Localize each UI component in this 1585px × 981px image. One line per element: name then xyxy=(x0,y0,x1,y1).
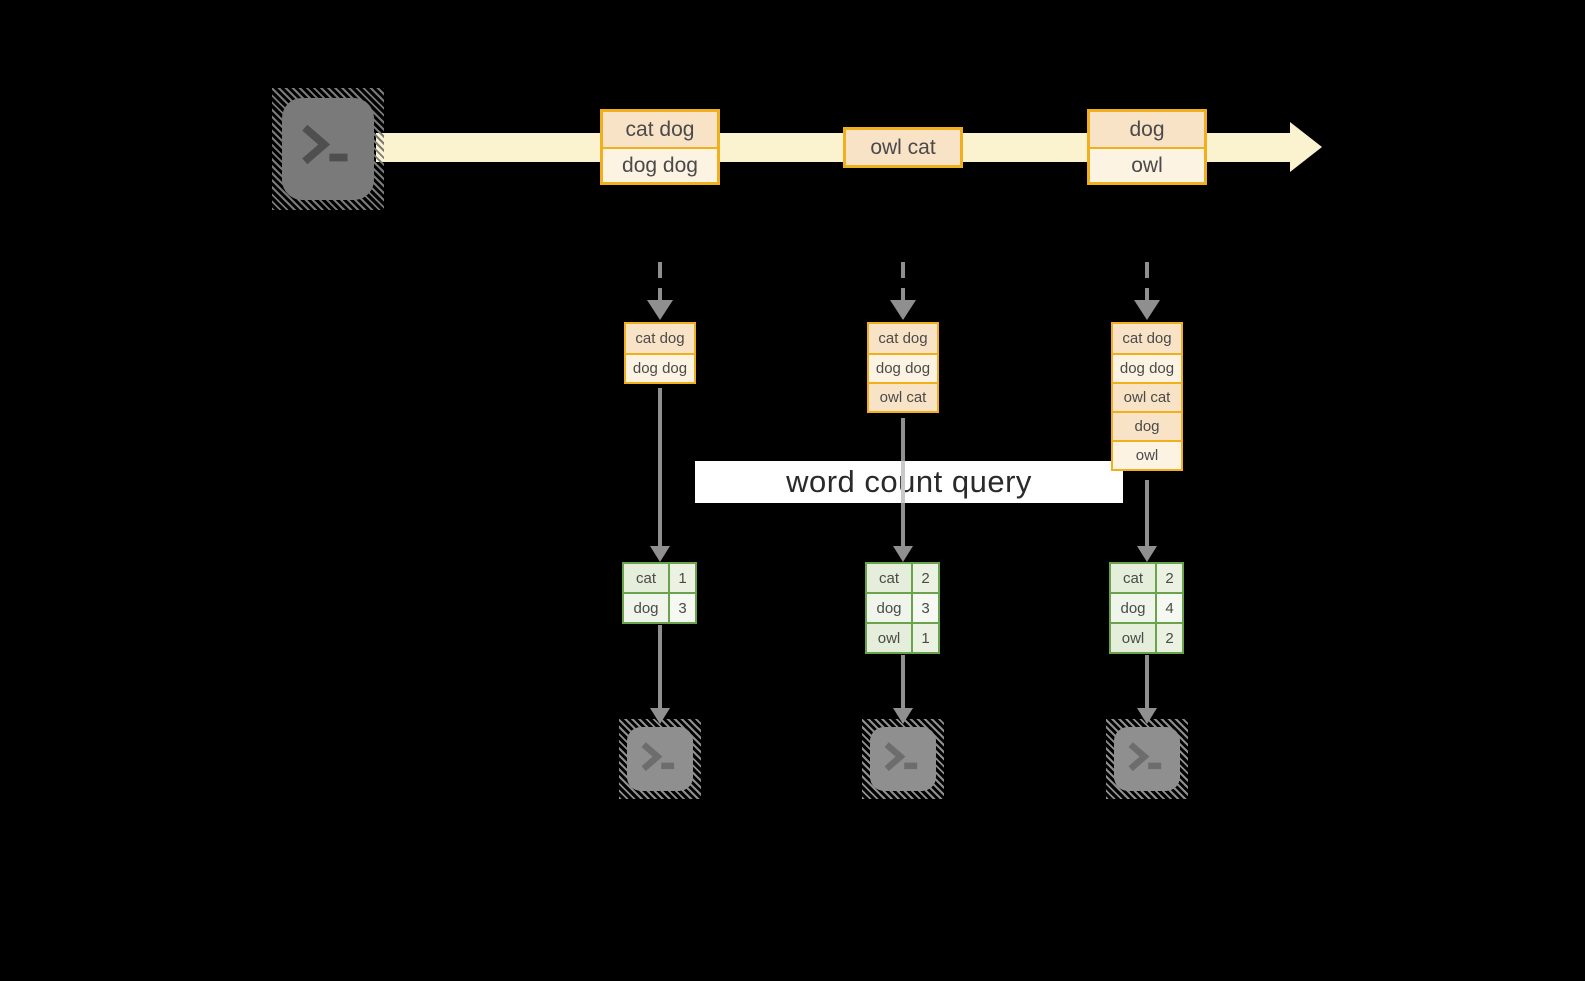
log-row: owl xyxy=(1113,440,1181,469)
terminal-consumer-3-icon xyxy=(1106,719,1188,799)
output-arrow-1 xyxy=(658,625,662,708)
word-cell: cat xyxy=(867,564,911,592)
count-table-3: cat 2 dog 4 owl 2 xyxy=(1109,562,1184,654)
query-arrowhead-2-icon xyxy=(893,546,913,562)
query-arrow-1 xyxy=(658,388,662,546)
query-arrow-3 xyxy=(1145,480,1149,546)
stream-message-1: cat dog dog dog xyxy=(600,109,720,185)
count-cell: 1 xyxy=(670,564,695,592)
stream-arrowhead-icon xyxy=(1290,122,1322,172)
word-cell: dog xyxy=(624,594,668,622)
terminal-consumer-1-icon xyxy=(619,719,701,799)
terminal-screen xyxy=(627,727,693,791)
count-table-2: cat 2 dog 3 owl 1 xyxy=(865,562,940,654)
count-cell: 1 xyxy=(913,624,938,652)
dashed-arrow-1 xyxy=(658,262,662,300)
terminal-prompt-icon xyxy=(1128,741,1161,771)
output-arrow-3 xyxy=(1145,655,1149,708)
output-arrow-2 xyxy=(901,655,905,708)
terminal-screen xyxy=(282,98,374,200)
terminal-prompt-icon xyxy=(884,741,917,771)
terminal-prompt-icon xyxy=(301,125,348,165)
count-cell: 2 xyxy=(1157,564,1182,592)
log-row: dog dog xyxy=(626,353,694,382)
message-line: dog xyxy=(1090,112,1204,147)
log-row: owl cat xyxy=(869,382,937,411)
count-cell: 2 xyxy=(1157,624,1182,652)
query-arrowhead-3-icon xyxy=(1137,546,1157,562)
message-log-1: cat dog dog dog xyxy=(624,322,696,384)
message-line: owl cat xyxy=(846,130,960,165)
word-cell: cat xyxy=(624,564,668,592)
terminal-screen xyxy=(1114,727,1180,791)
query-arrowhead-1-icon xyxy=(650,546,670,562)
arrow-through-banner xyxy=(901,461,905,503)
log-row: dog dog xyxy=(869,353,937,382)
word-cell: owl xyxy=(867,624,911,652)
log-row: cat dog xyxy=(1113,324,1181,353)
word-cell: cat xyxy=(1111,564,1155,592)
stream-message-2: owl cat xyxy=(843,127,963,168)
dashed-arrow-3 xyxy=(1145,262,1149,300)
terminal-prompt-icon xyxy=(641,741,674,771)
message-log-2: cat dog dog dog owl cat xyxy=(867,322,939,413)
log-row: cat dog xyxy=(869,324,937,353)
terminal-producer-icon xyxy=(272,88,384,210)
message-line: owl xyxy=(1090,147,1204,182)
dashed-arrowhead-3-icon xyxy=(1134,300,1160,320)
log-row: dog dog xyxy=(1113,353,1181,382)
message-line: cat dog xyxy=(603,112,717,147)
message-line: dog dog xyxy=(603,147,717,182)
word-cell: dog xyxy=(867,594,911,622)
log-row: owl cat xyxy=(1113,382,1181,411)
count-cell: 3 xyxy=(913,594,938,622)
query-banner: word count query xyxy=(695,461,1123,503)
word-cell: dog xyxy=(1111,594,1155,622)
word-cell: owl xyxy=(1111,624,1155,652)
dashed-arrow-2 xyxy=(901,262,905,300)
query-banner-label: word count query xyxy=(786,464,1032,499)
dashed-arrowhead-1-icon xyxy=(647,300,673,320)
count-cell: 3 xyxy=(670,594,695,622)
dashed-arrowhead-2-icon xyxy=(890,300,916,320)
count-cell: 4 xyxy=(1157,594,1182,622)
terminal-consumer-2-icon xyxy=(862,719,944,799)
count-table-1: cat 1 dog 3 xyxy=(622,562,697,624)
terminal-screen xyxy=(870,727,936,791)
count-cell: 2 xyxy=(913,564,938,592)
message-log-3: cat dog dog dog owl cat dog owl xyxy=(1111,322,1183,471)
stream-message-3: dog owl xyxy=(1087,109,1207,185)
log-row: cat dog xyxy=(626,324,694,353)
log-row: dog xyxy=(1113,411,1181,440)
